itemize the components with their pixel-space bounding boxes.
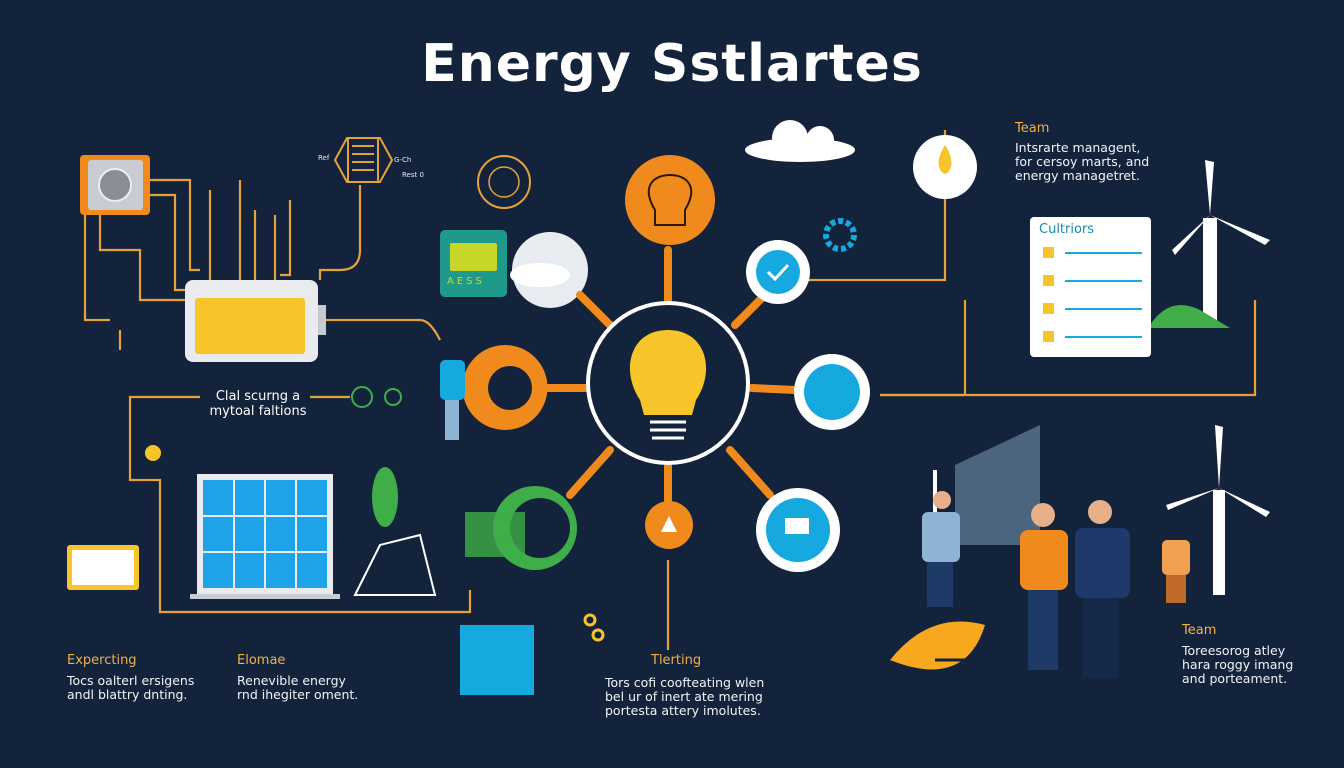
section-line: Renevible energy [237,673,346,688]
machinery-icon [460,625,534,695]
top-cloud-icon [745,120,855,162]
section-line: portesta attery imolutes. [605,703,761,718]
sun-icon [145,445,161,461]
section-line: andl blattry dnting. [67,687,188,702]
section-heading: Expercting [67,653,137,668]
section-line: hara roggy imang [1182,657,1294,672]
circuit-lines [83,130,1257,650]
chip-label-left: Ref [318,154,330,162]
checklist-title: Cultriors [1039,222,1095,237]
people-illustration [440,360,1190,678]
tree-icon [372,467,398,527]
page-title: Energy Sstlartes [421,34,923,94]
lightbulb-icon [629,330,707,415]
battery-icon [185,280,326,362]
hub-spokes [541,246,799,504]
section-line: and porteament. [1182,671,1288,686]
chip-label-lower: Rest 0 [402,171,424,179]
section-line: Tors cofi coofteating wlen [605,675,765,690]
section-heading: Elomae [237,653,286,668]
wind-turbine-icon [933,160,1270,595]
network-icon [353,533,437,596]
globe-icon [477,155,531,209]
section-line: bel ur of inert ate mering [605,689,763,704]
chip-label-right: G-Ch [394,156,412,164]
section-line: Tocs oalterl ersigens [67,673,195,688]
checklist-card: Cultriors [1030,217,1151,357]
section-line: Toreesorog atley [1182,643,1286,658]
top-right-heading: Team [1015,121,1050,136]
section-line: rnd ihegiter oment. [237,687,359,702]
resistor-chip-icon [333,137,394,183]
green-card-text: AESS [447,276,485,287]
solar-farm-icon [955,425,1040,545]
left-caption-line: Clal scurng a [215,389,301,404]
processor-chip-icon [80,155,150,215]
left-caption-line: mytoal faltions [209,404,307,419]
section-heading: Team [1182,623,1217,638]
section-heading: Tlerting [651,653,702,668]
idea-node-icon [625,155,715,245]
gear-icon [823,218,857,252]
top-right-line: energy managetret. [1015,168,1140,183]
solar-panel-icon [190,474,340,599]
top-right-line: for cersoy marts, and [1015,154,1150,169]
top-right-line: Intsrarte managent, [1015,140,1141,155]
checklist-items [1043,247,1142,342]
leaf-arrow-icon [890,621,985,670]
